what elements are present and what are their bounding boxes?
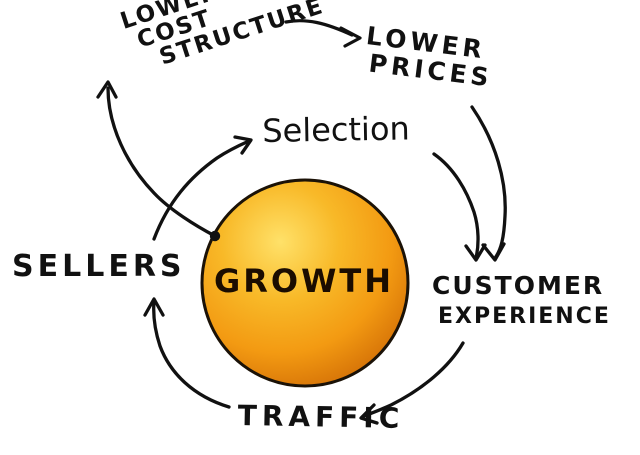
- node-lower-prices: LOWER PRICES: [358, 21, 497, 117]
- edge-customer-to-traffic: [362, 341, 465, 418]
- arrowhead-lower-prices: [339, 26, 362, 48]
- arrowhead-lower-cost: [96, 80, 118, 99]
- edge-selection-to-customer: [432, 152, 480, 260]
- edge-sellers-to-selection: [152, 139, 251, 241]
- customer-line-1: CUSTOMER: [432, 271, 605, 300]
- arrowhead-customer-from-selection: [464, 243, 487, 262]
- node-selection: Selection: [261, 109, 411, 150]
- customer-line-2: EXPERIENCE: [438, 304, 611, 329]
- node-customer-experience: CUSTOMER EXPERIENCE: [432, 270, 622, 350]
- arrowhead-customer-from-prices: [481, 242, 506, 262]
- edge-traffic-to-sellers: [152, 299, 231, 409]
- arrowhead-selection: [233, 135, 253, 155]
- node-sellers: SELLERS: [12, 249, 186, 284]
- growth-circle: [200, 178, 410, 388]
- node-traffic: TRAFFIC: [237, 399, 405, 435]
- edge-growth-to-lower-cost: [106, 86, 217, 238]
- arrowhead-traffic: [359, 403, 379, 425]
- growth-label: GROWTH: [214, 262, 395, 300]
- arrowhead-sellers: [143, 297, 165, 317]
